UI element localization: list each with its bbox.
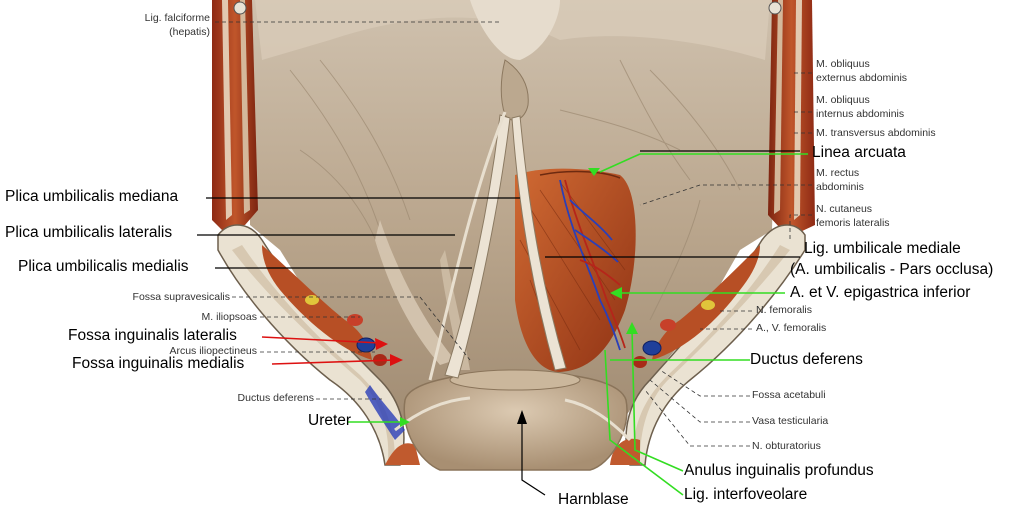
label-text: N. cutaneus xyxy=(816,203,873,215)
medial-umbilical-ligament xyxy=(511,115,567,371)
label-text: M. obliquus xyxy=(816,94,870,106)
label-obliquus-internus: M. obliquus internus abdominis xyxy=(816,94,904,121)
label-ductus-deferens-right: Ductus deferens xyxy=(750,351,863,368)
label-fossa-ing-lateralis: Fossa inguinalis lateralis xyxy=(68,327,237,344)
label-a-umbilicalis: (A. umbilicalis - Pars occlusa) xyxy=(790,261,994,278)
label-text: femoris lateralis xyxy=(816,216,890,229)
label-n-cutaneus: N. cutaneus femoris lateralis xyxy=(816,203,890,230)
label-m-iliopsoas: M. iliopsoas xyxy=(201,311,257,323)
label-vasa-testicularia: Vasa testicularia xyxy=(752,415,829,427)
liver-shadow xyxy=(255,0,770,60)
label-anulus-inguinalis: Anulus inguinalis profundus xyxy=(684,462,874,479)
label-plica-medialis: Plica umbilicalis medialis xyxy=(18,258,189,275)
label-ureter: Ureter xyxy=(308,412,352,429)
label-av-femoralis: A., V. femoralis xyxy=(756,322,827,334)
label-lig-interfoveolare: Lig. interfoveolare xyxy=(684,486,808,503)
label-text: abdominis xyxy=(816,180,864,193)
label-lig-umbilicale-mediale: Lig. umbilicale mediale xyxy=(804,240,961,257)
label-rectus: M. rectus abdominis xyxy=(816,167,864,194)
falciform-ligament xyxy=(470,0,560,60)
label-arcus-iliopectineus: Arcus iliopectineus xyxy=(169,345,257,357)
label-fossa-supravesicalis: Fossa supravesicalis xyxy=(132,291,230,303)
label-text: M. obliquus xyxy=(816,58,870,70)
label-fossa-ing-medialis: Fossa inguinalis medialis xyxy=(72,355,245,372)
label-lig-falciforme: Lig. falciforme (hepatis) xyxy=(90,12,210,39)
label-epigastrica: A. et V. epigastrica inferior xyxy=(790,284,971,301)
label-n-obturatorius: N. obturatorius xyxy=(752,440,821,452)
label-ductus-deferens-left: Ductus deferens xyxy=(237,392,314,404)
label-text: Lig. falciforme xyxy=(144,12,210,24)
label-transversus: M. transversus abdominis xyxy=(816,127,936,139)
label-linea-arcuata: Linea arcuata xyxy=(812,144,906,161)
label-n-femoralis: N. femoralis xyxy=(756,304,813,316)
plica-mediana-fold xyxy=(444,114,511,379)
label-obliquus-externus: M. obliquus externus abdominis xyxy=(816,58,907,85)
label-plica-lateralis: Plica umbilicalis lateralis xyxy=(5,224,173,241)
left-abdominal-wall xyxy=(212,0,258,230)
label-fossa-acetabuli: Fossa acetabuli xyxy=(752,389,826,401)
label-text: internus abdominis xyxy=(816,107,905,120)
label-harnblase: Harnblase xyxy=(558,491,629,508)
label-text: externus abdominis xyxy=(816,71,908,84)
label-plica-mediana: Plica umbilicalis mediana xyxy=(5,188,179,205)
label-text: (hepatis) xyxy=(169,25,210,38)
label-text: M. rectus xyxy=(816,167,860,179)
